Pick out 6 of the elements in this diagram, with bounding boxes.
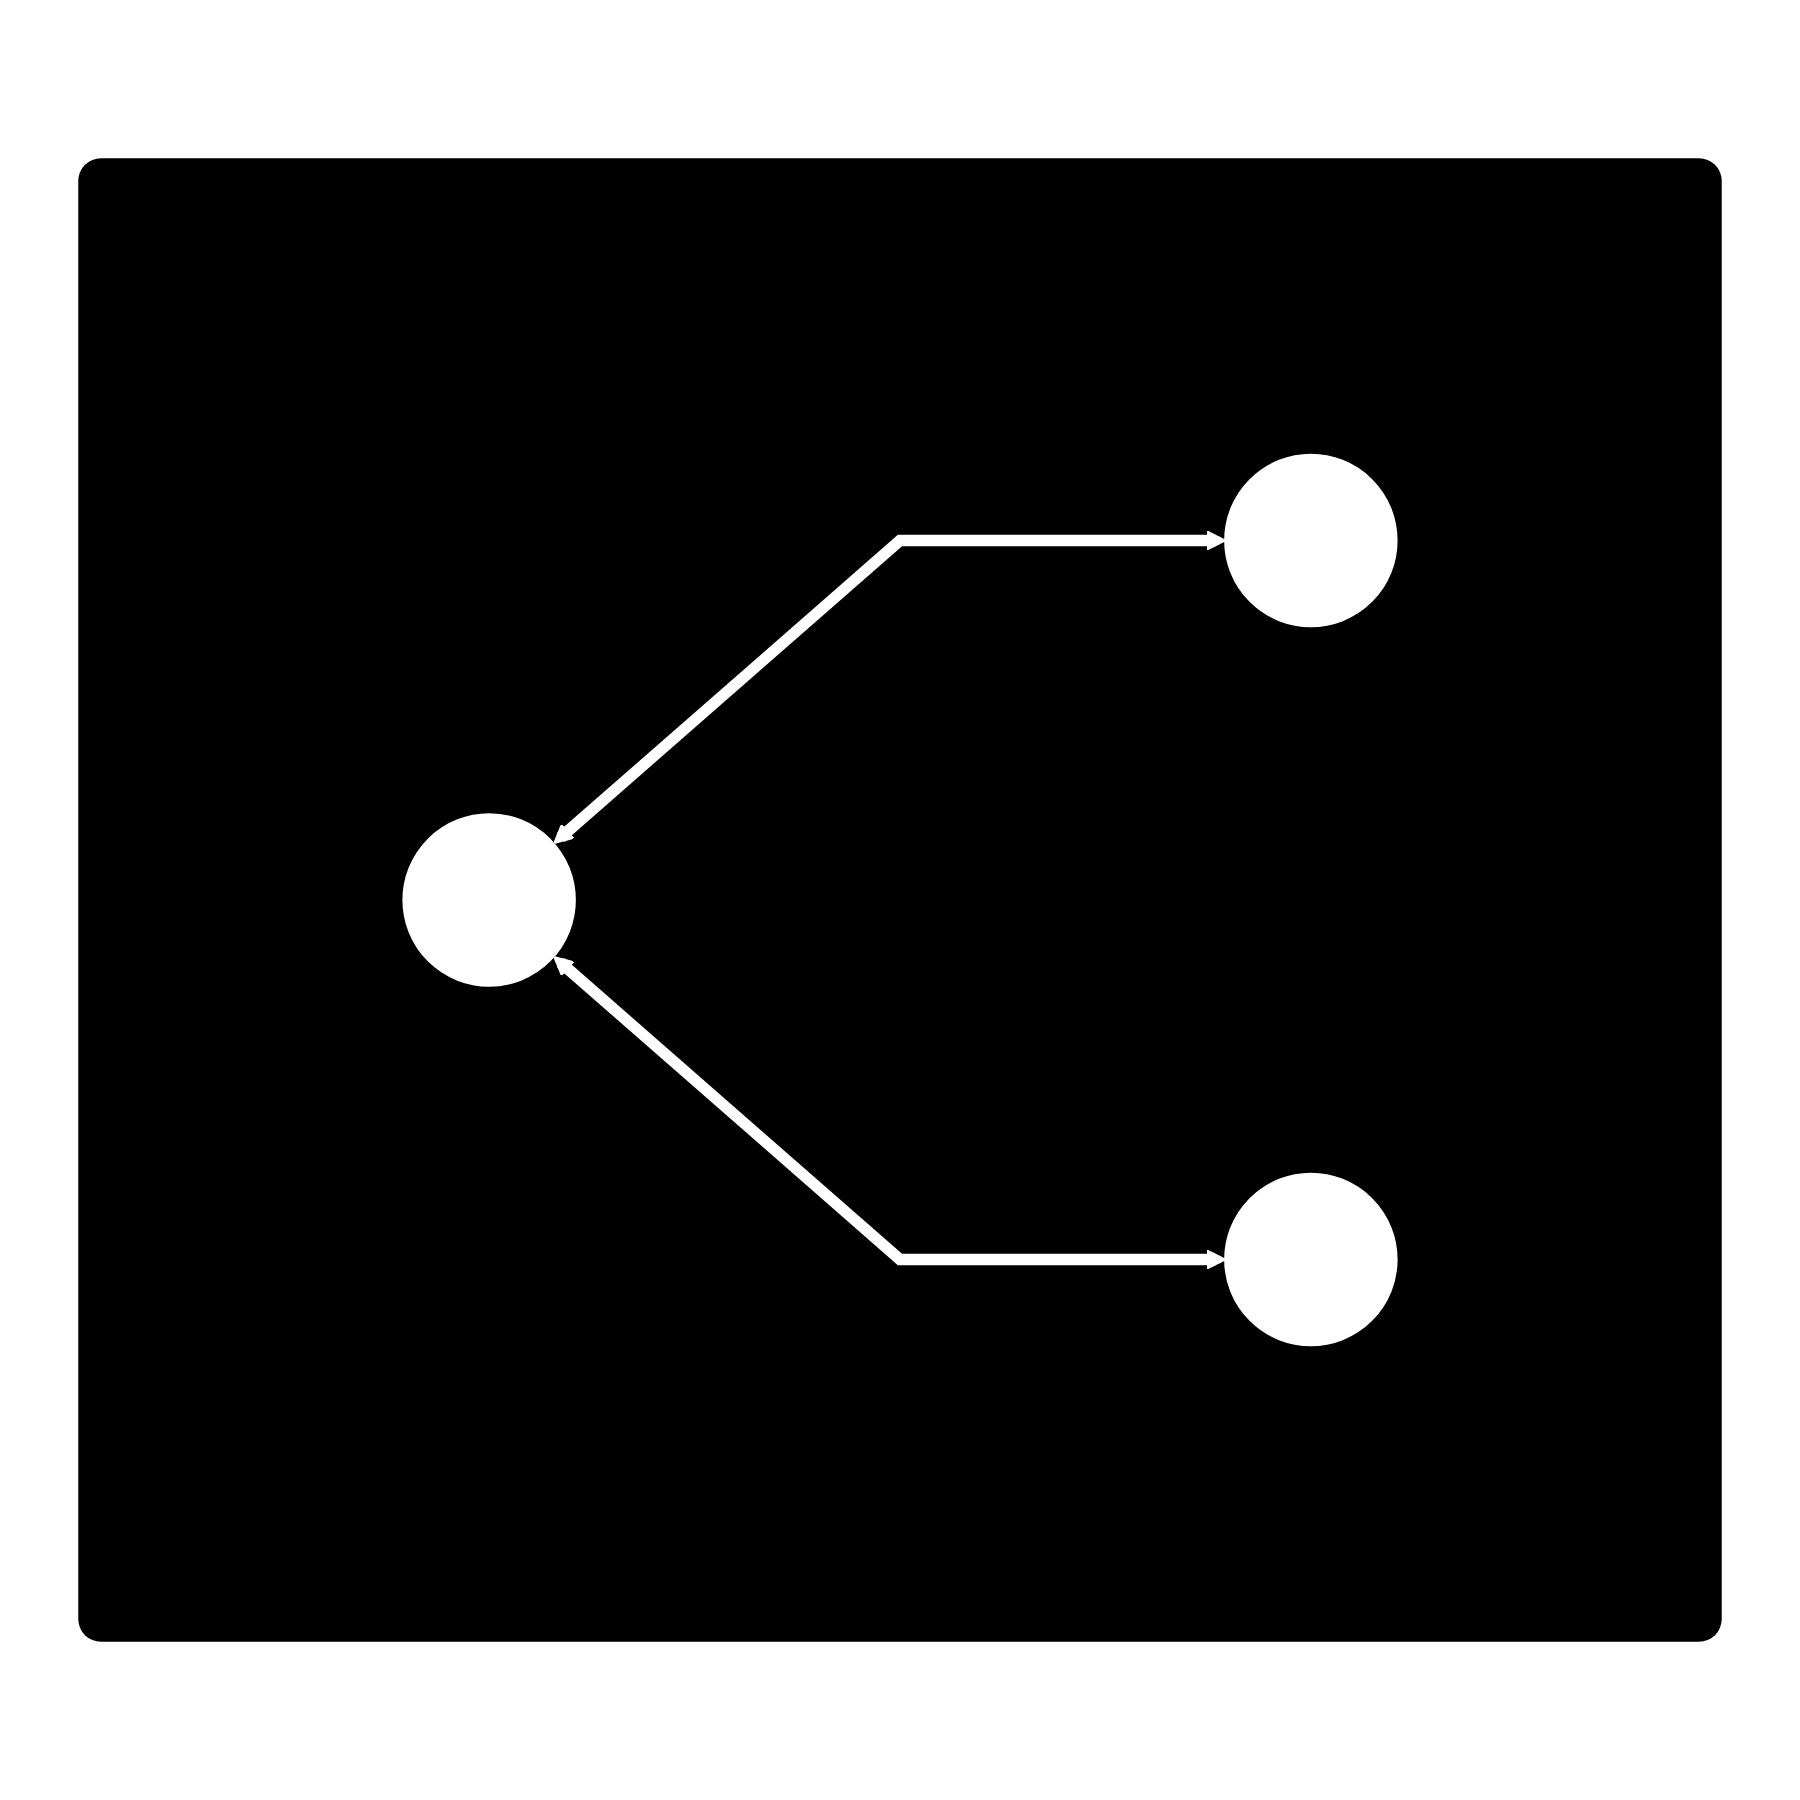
node-circle — [1224, 1172, 1398, 1347]
cluster — [78, 158, 1722, 1642]
node-circle — [1224, 453, 1398, 628]
arrow — [553, 956, 1227, 1270]
arrow — [553, 530, 1227, 844]
node-circle — [402, 813, 576, 987]
